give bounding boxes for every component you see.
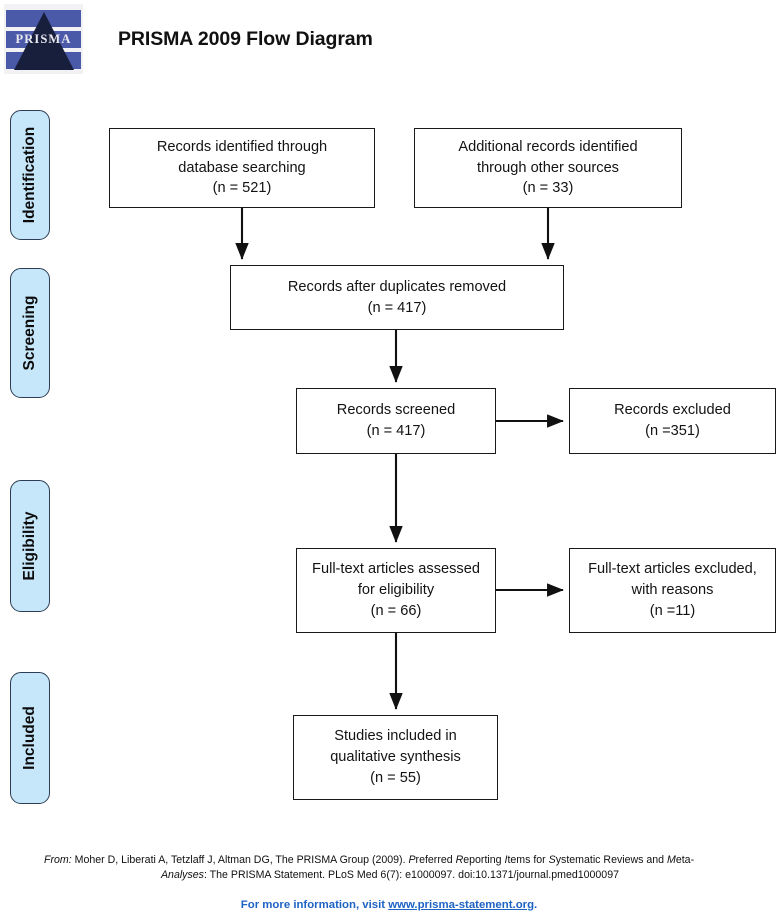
page-title: PRISMA 2009 Flow Diagram [118, 28, 373, 50]
stage-label-included-text: Included [21, 706, 38, 770]
citation-italic-s: S [548, 854, 556, 866]
citation-after-r: eporting [463, 854, 505, 866]
citation-line-1: From: Moher D, Liberati A, Tetzlaff J, A… [14, 853, 766, 868]
more-information-suffix: . [534, 899, 538, 911]
records-identified-count: (n = 521) [212, 180, 272, 197]
logo-wordmark: PRISMA [15, 32, 72, 46]
stage-label-screening-text: Screening [21, 295, 38, 371]
citation: From: Moher D, Liberati A, Tetzlaff J, A… [14, 853, 766, 883]
fulltext-assessed-count: (n = 66) [370, 602, 422, 619]
records-screened-count: (n = 417) [366, 423, 426, 439]
citation-after-p: referred [415, 854, 456, 866]
more-information-line: For more information, visit www.prisma-s… [0, 899, 778, 911]
studies-included-count: (n = 55) [370, 769, 421, 786]
fulltext-articles-excluded-box: Full-text articles excluded, with reason… [569, 548, 776, 633]
citation-italic-i: I [504, 854, 508, 866]
stage-label-eligibility-text: Eligibility [21, 511, 38, 581]
prisma-logo: PRISMA [4, 4, 83, 74]
records-excluded-count: (n =351) [645, 423, 700, 439]
fulltext-excluded-count: (n =11) [649, 602, 696, 619]
studies-included-line-2: qualitative synthesis [330, 749, 461, 766]
stage-label-eligibility: Eligibility [10, 480, 50, 612]
citation-journal-info: : The PRISMA Statement. PLoS Med 6(7): e… [203, 869, 619, 882]
additional-records-line-1: Additional records identified [458, 138, 638, 155]
citation-line-2: Analyses: The PRISMA Statement. PLoS Med… [14, 868, 766, 883]
citation-after-i: tems for [507, 854, 549, 866]
studies-included-box: Studies included in qualitative synthesi… [293, 715, 498, 800]
records-screened-line-1: Records screened [336, 402, 456, 419]
more-information-prefix: For more information, visit [240, 899, 389, 911]
prisma-statement-link[interactable]: www.prisma-statement.org [388, 899, 535, 911]
records-identified-line-2: database searching [178, 159, 306, 176]
records-after-duplicates-removed-box: Records after duplicates removed (n = 41… [230, 265, 564, 330]
citation-italic-p: P [408, 854, 416, 866]
records-screened-box: Records screened (n = 417) [296, 388, 496, 454]
citation-authors: Moher D, Liberati A, Tetzlaff J, Altman … [71, 854, 409, 866]
citation-from-label: From: [44, 854, 72, 866]
fulltext-assessed-line-1: Full-text articles assessed [312, 561, 480, 578]
duplicates-removed-count: (n = 417) [367, 299, 427, 316]
stage-label-identification-text: Identification [21, 126, 38, 224]
citation-italic-m: M [667, 854, 676, 866]
additional-records-line-2: through other sources [477, 159, 619, 176]
citation-after-s: ystematic Reviews and [555, 854, 668, 866]
records-identified-box: Records identified through database sear… [109, 128, 375, 208]
fulltext-articles-assessed-box: Full-text articles assessed for eligibil… [296, 548, 496, 633]
fulltext-excluded-line-1: Full-text articles excluded, [588, 561, 757, 578]
stage-label-identification: Identification [10, 110, 50, 240]
citation-analyses-italic: Analyses [160, 869, 204, 882]
records-excluded-box: Records excluded (n =351) [569, 388, 776, 454]
fulltext-excluded-line-2: with reasons [631, 582, 714, 599]
fulltext-assessed-line-2: for eligibility [357, 582, 435, 599]
citation-after-m: eta- [675, 854, 695, 866]
logo-triangle-icon [14, 12, 74, 70]
duplicates-removed-line-1: Records after duplicates removed [287, 278, 507, 295]
studies-included-line-1: Studies included in [334, 728, 457, 745]
additional-records-count: (n = 33) [522, 180, 574, 197]
stage-label-included: Included [10, 672, 50, 804]
additional-records-box: Additional records identified through ot… [414, 128, 682, 208]
records-identified-line-1: Records identified through [156, 138, 328, 155]
records-excluded-line-1: Records excluded [614, 402, 731, 419]
stage-label-screening: Screening [10, 268, 50, 398]
citation-italic-r: R [455, 854, 464, 866]
